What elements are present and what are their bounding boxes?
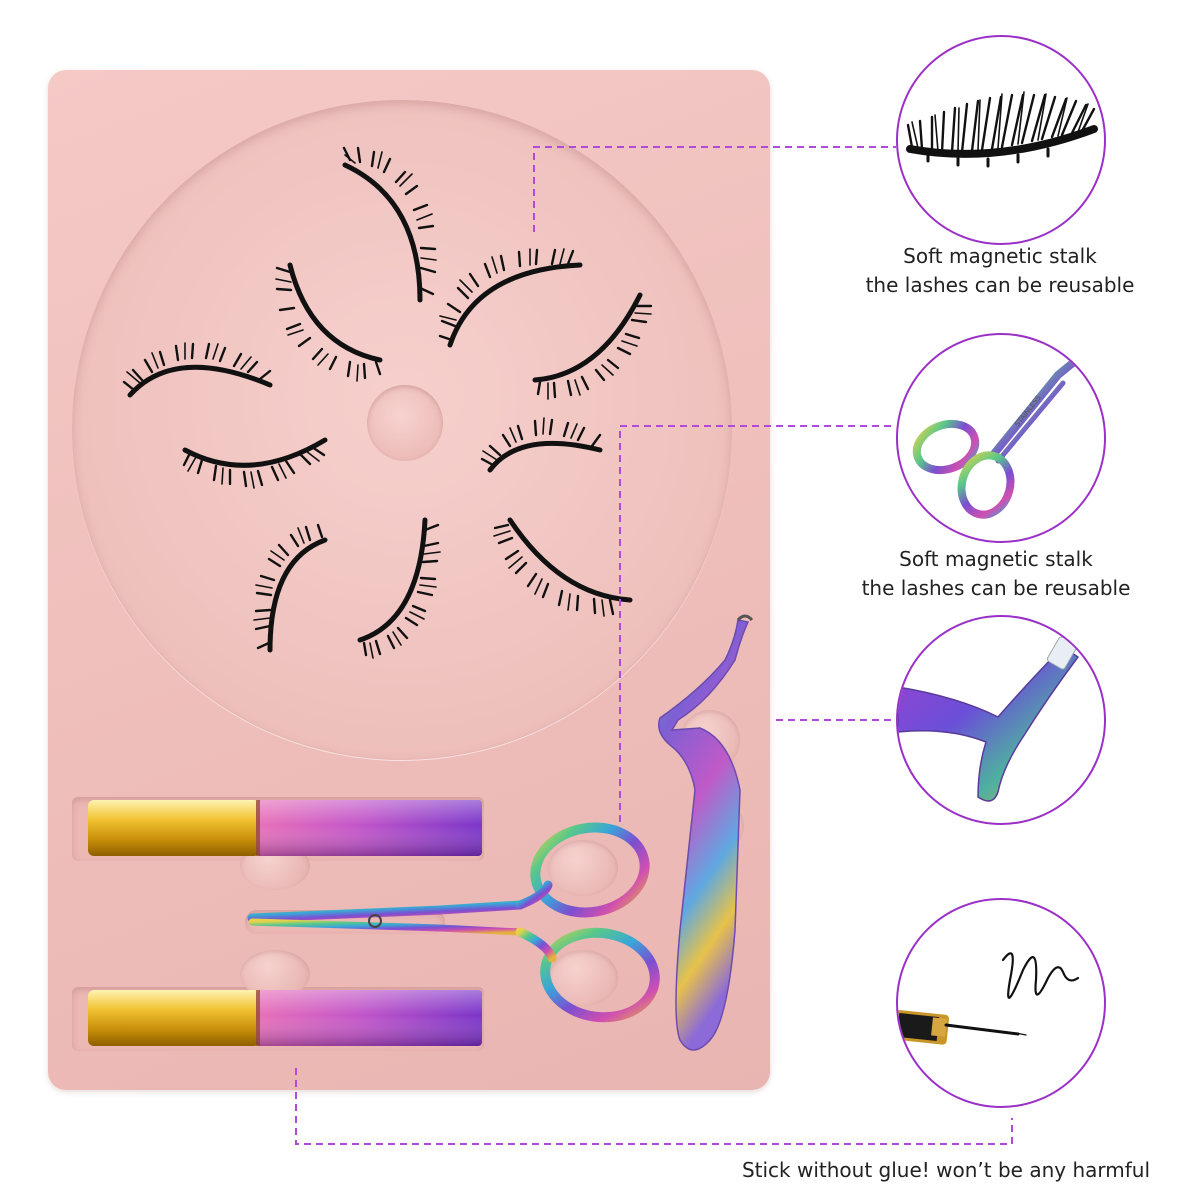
lash-strip-8 (493, 517, 633, 617)
tweezer-applicator-icon (898, 636, 1080, 802)
eyeliner-caption: Stick without glue! won’t be any harmful (741, 1158, 1150, 1182)
magnetic-lash-icon (906, 91, 1098, 168)
eyeliner-pen-top (88, 800, 482, 856)
lash-strip-2 (275, 262, 383, 382)
lashes-caption-line-2: the lashes can be reusable (865, 273, 1135, 297)
eyeliner-detail-circle (896, 898, 1106, 1108)
lash-strip-10 (357, 517, 441, 659)
lash-strip-5 (122, 342, 273, 398)
scissors-finger-bump-top (548, 840, 618, 896)
scissors-icon: STAINLESS (912, 353, 1084, 519)
lash-strip-3 (438, 248, 583, 348)
callout-connectors (295, 146, 1013, 1145)
disc-center-hub (367, 385, 443, 461)
lash-strip-7 (480, 417, 603, 473)
tweezer-applicator-on-tray (658, 614, 754, 1051)
lash-detail-circle (896, 35, 1106, 245)
scissors-detail-circle: STAINLESS (896, 333, 1106, 543)
lash-strip-1 (342, 146, 437, 303)
lashes-caption-line-1: Soft magnetic stalk (903, 244, 1097, 268)
scissors-caption-line-2: the lashes can be reusable (861, 576, 1131, 600)
scissors-caption-line-1: Soft magnetic stalk (899, 547, 1093, 571)
scissors-on-tray (247, 822, 660, 1023)
eyeliner-icon (898, 952, 1080, 1045)
tweezer-detail-circle (896, 615, 1106, 825)
scissors-caption: Soft magnetic stalk the lashes can be re… (846, 545, 1146, 603)
eyeliner-pen-bottom (88, 990, 482, 1046)
lash-strip-4 (532, 292, 653, 400)
lash-strip-9 (253, 523, 328, 653)
lash-strip-6 (182, 437, 328, 489)
lashes-caption: Soft magnetic stalk the lashes can be re… (850, 242, 1150, 300)
